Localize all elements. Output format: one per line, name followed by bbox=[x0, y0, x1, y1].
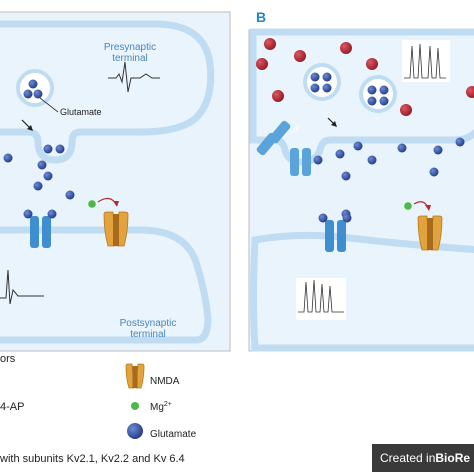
glutamate-molecule bbox=[37, 160, 47, 170]
legend-glutamate-label: Glutamate bbox=[150, 429, 197, 440]
badge-brand: BioRe bbox=[435, 451, 471, 465]
legend-glutamate-icon bbox=[127, 423, 143, 439]
panel-b bbox=[248, 28, 474, 352]
kv-channel bbox=[256, 120, 311, 176]
postsynaptic-terminal bbox=[0, 226, 212, 344]
biorender-badge[interactable]: Created in BioRe bbox=[372, 444, 474, 472]
legend-kv-text: with subunits Kv2.1, Kv2.2 and Kv 6.4 bbox=[0, 453, 185, 465]
legend-nmda-icon bbox=[125, 363, 145, 389]
ampa-receptor-b bbox=[318, 213, 352, 252]
ampa-receptor bbox=[23, 209, 57, 248]
nmda-receptor-b bbox=[417, 215, 443, 251]
mg-ion bbox=[88, 200, 96, 208]
ecg-trace-icon bbox=[108, 61, 160, 93]
postsynaptic-terminal-b bbox=[250, 231, 474, 352]
badge-prefix: Created in bbox=[380, 451, 436, 465]
postsynaptic-spike-trace-icon bbox=[296, 278, 346, 320]
legend-receptors-fragment: ors bbox=[0, 353, 16, 365]
glutamate-label: Glutamate bbox=[60, 107, 102, 117]
postsynaptic-trace-icon bbox=[0, 269, 44, 305]
4ap-molecules bbox=[256, 38, 474, 116]
legend: ors NMDA Mg2+ 4-AP Glutamate with subuni… bbox=[0, 353, 197, 465]
legend-nmda-label: NMDA bbox=[150, 376, 180, 387]
presynaptic-terminal bbox=[0, 20, 215, 164]
legend-mg-label: Mg2+ bbox=[150, 401, 172, 413]
spike-train-icon bbox=[402, 40, 450, 82]
nmda-receptor bbox=[103, 211, 129, 247]
legend-mg-icon bbox=[131, 402, 139, 410]
legend-4ap-label: 4-AP bbox=[0, 401, 24, 413]
panel-b-letter: B bbox=[256, 9, 266, 25]
